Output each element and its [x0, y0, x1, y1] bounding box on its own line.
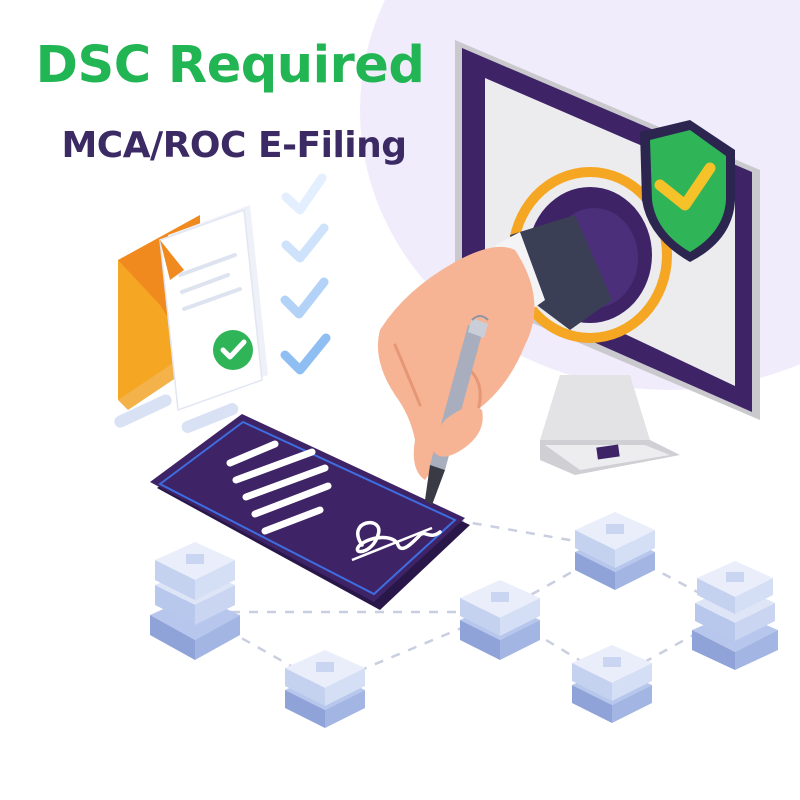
hand-icon — [377, 215, 612, 480]
network-node-icon — [572, 645, 652, 723]
signature-icon — [351, 520, 442, 562]
network-node-icon — [150, 542, 240, 660]
checklist-icon — [280, 173, 331, 375]
smartphone-icon — [150, 414, 470, 610]
hand-fingers — [432, 406, 483, 457]
monitor-icon — [455, 40, 760, 475]
network-node-icon — [285, 650, 365, 728]
shield-check-icon — [640, 120, 735, 262]
network-node-icon — [575, 512, 655, 590]
checkmark-icon — [213, 330, 253, 370]
page-subtitle: MCA/ROC E-Filing — [61, 125, 407, 166]
network-node-icon — [460, 580, 540, 660]
document-icon — [159, 205, 268, 433]
network-node-icon — [692, 561, 778, 670]
page-title: DSC Required — [35, 36, 425, 95]
